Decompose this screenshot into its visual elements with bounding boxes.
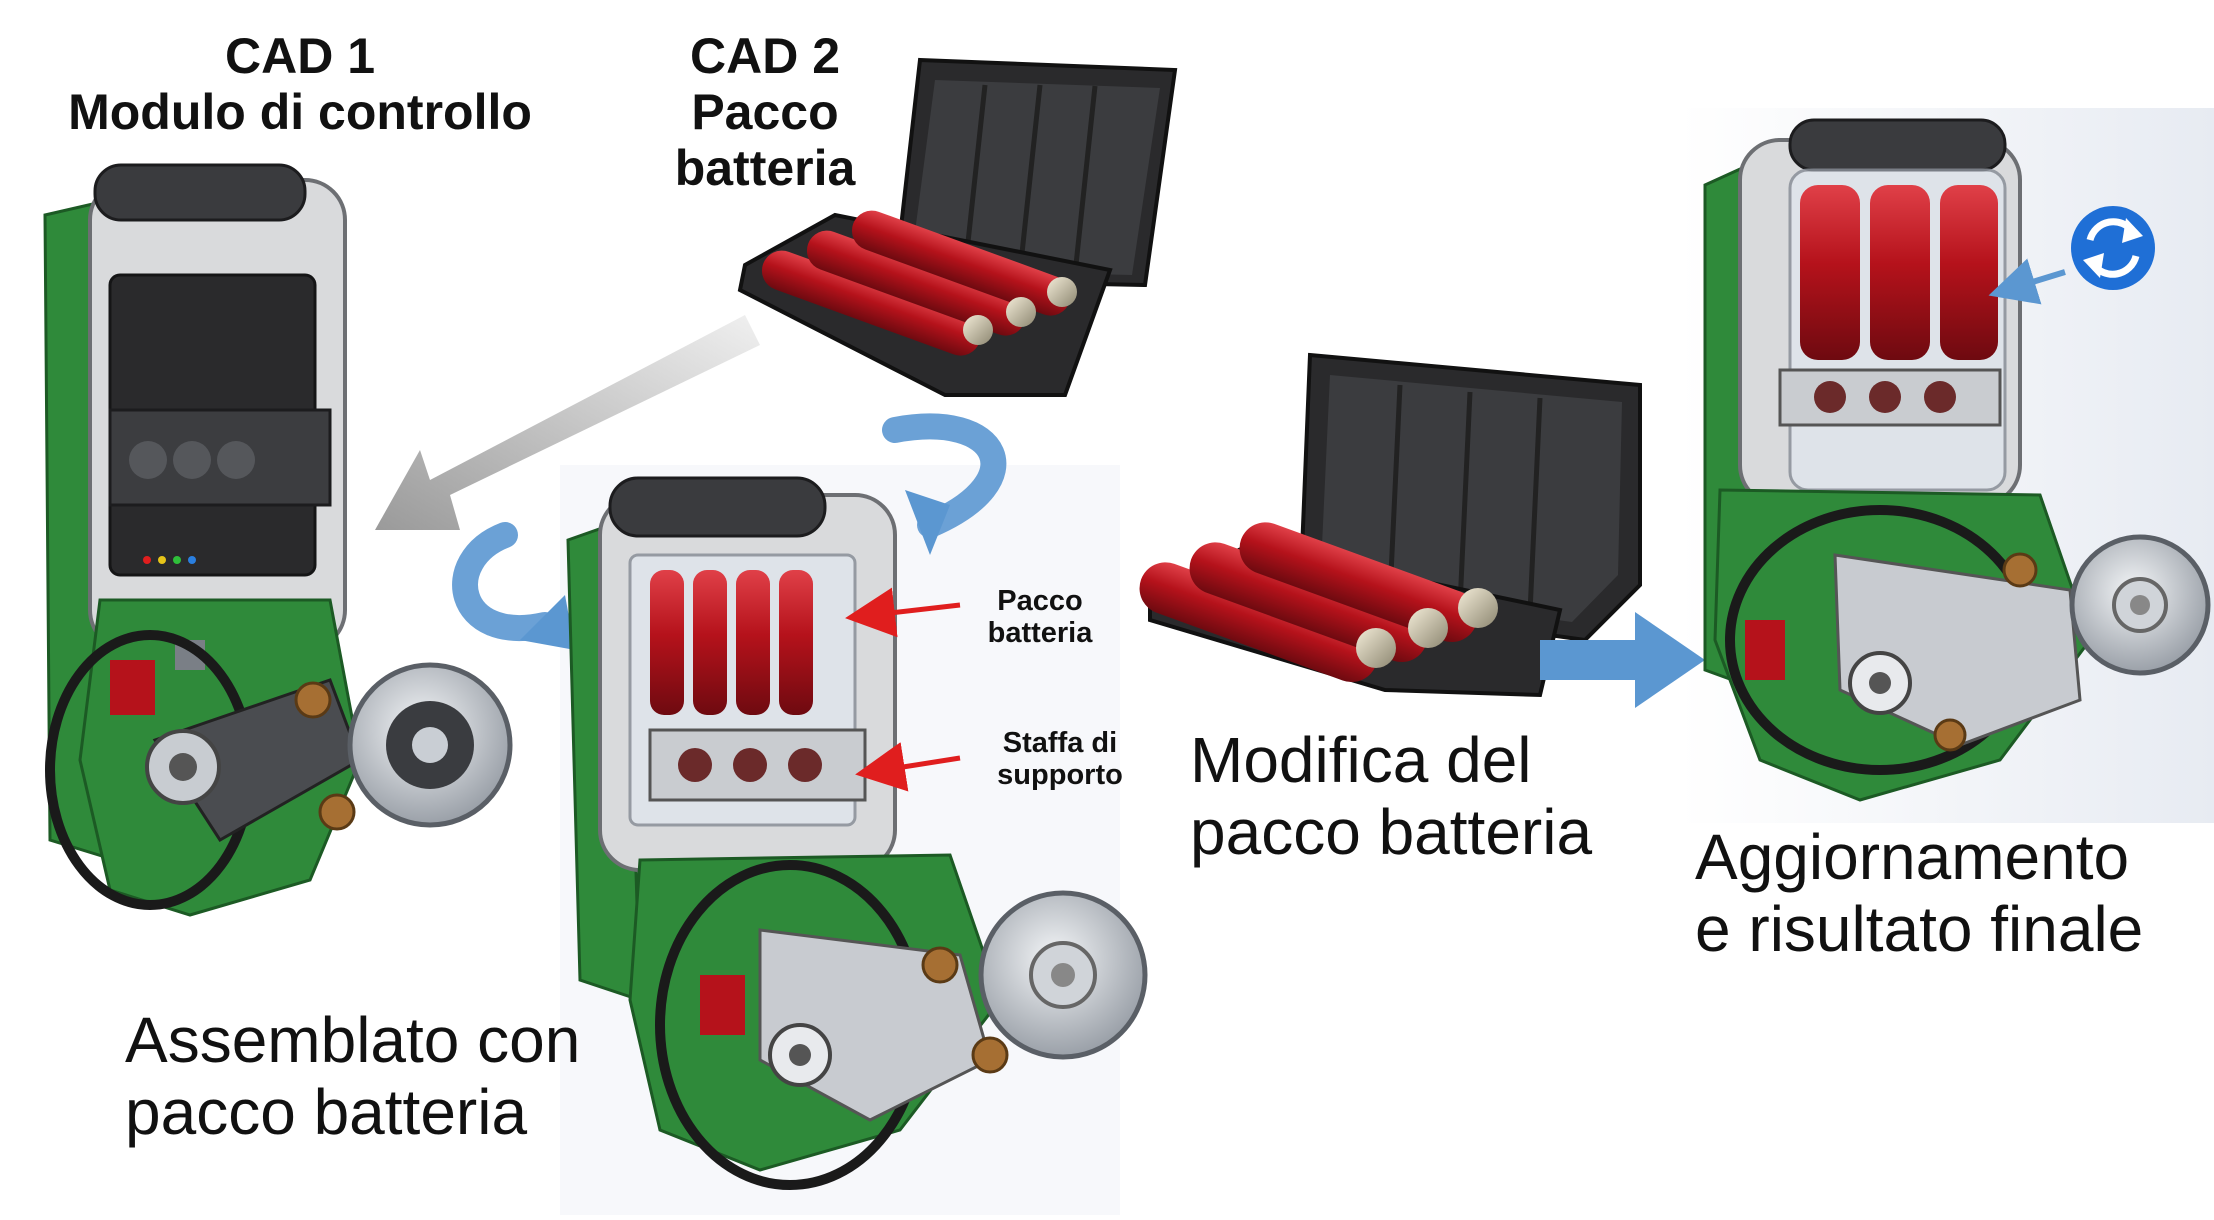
- pack-callout-line2: batteria: [987, 617, 1093, 650]
- battery-cells-top: [761, 210, 1077, 356]
- assembled-caption: Assemblato con pacco batteria: [125, 1004, 581, 1148]
- cad2-title-line3: batteria: [674, 140, 856, 196]
- modified-battery-pack-cad: [1139, 352, 1642, 698]
- bracket-callout-line2: supporto: [997, 759, 1123, 792]
- pack-callout: Pacco batteria: [955, 585, 1125, 650]
- bracket-callout-line1: Staffa di: [1002, 727, 1118, 759]
- assembled-cells: [650, 570, 813, 715]
- cad1-title-line1: CAD 1: [224, 28, 376, 84]
- cad1-title-line2: Modulo di controllo: [68, 84, 532, 140]
- curved-arrow-icon: [452, 413, 1007, 650]
- arrow-right-icon: [1540, 612, 1705, 708]
- modified-battery-cells: [1139, 522, 1498, 683]
- bracket-callout-arrow: [855, 742, 961, 792]
- update-caption-line1: Aggiornamento: [1695, 821, 2130, 893]
- transfer-arrow: [375, 315, 760, 530]
- cad2-title-line1: CAD 2: [689, 28, 841, 84]
- bracket-callout: Staffa di supporto: [955, 727, 1165, 792]
- modify-caption: Modifica del pacco batteria: [1190, 724, 1593, 868]
- cad2-title-line2: Pacco: [691, 84, 839, 140]
- update-arrow: [1988, 258, 2066, 305]
- assembled-caption-line2: pacco batteria: [125, 1075, 528, 1148]
- final-cells: [1800, 185, 1998, 360]
- pack-callout-arrow: [845, 587, 961, 638]
- control-module-cad: [43, 163, 513, 917]
- assembled-unit-cad: [566, 476, 1148, 1190]
- assembled-caption-line1: Assemblato con: [125, 1004, 581, 1076]
- update-caption-line2: e risultato finale: [1695, 892, 2144, 965]
- final-unit-cad: [1703, 118, 2211, 802]
- cad2-title: CAD 2 Pacco batteria: [640, 28, 890, 196]
- pack-callout-line1: Pacco: [997, 585, 1083, 617]
- cad1-title: CAD 1 Modulo di controllo: [20, 28, 580, 140]
- modify-caption-line1: Modifica del: [1190, 724, 1532, 796]
- refresh-icon: [2071, 206, 2155, 290]
- battery-pack-cad: [737, 57, 1178, 397]
- modify-caption-line2: pacco batteria: [1190, 795, 1593, 868]
- update-caption: Aggiornamento e risultato finale: [1695, 821, 2144, 965]
